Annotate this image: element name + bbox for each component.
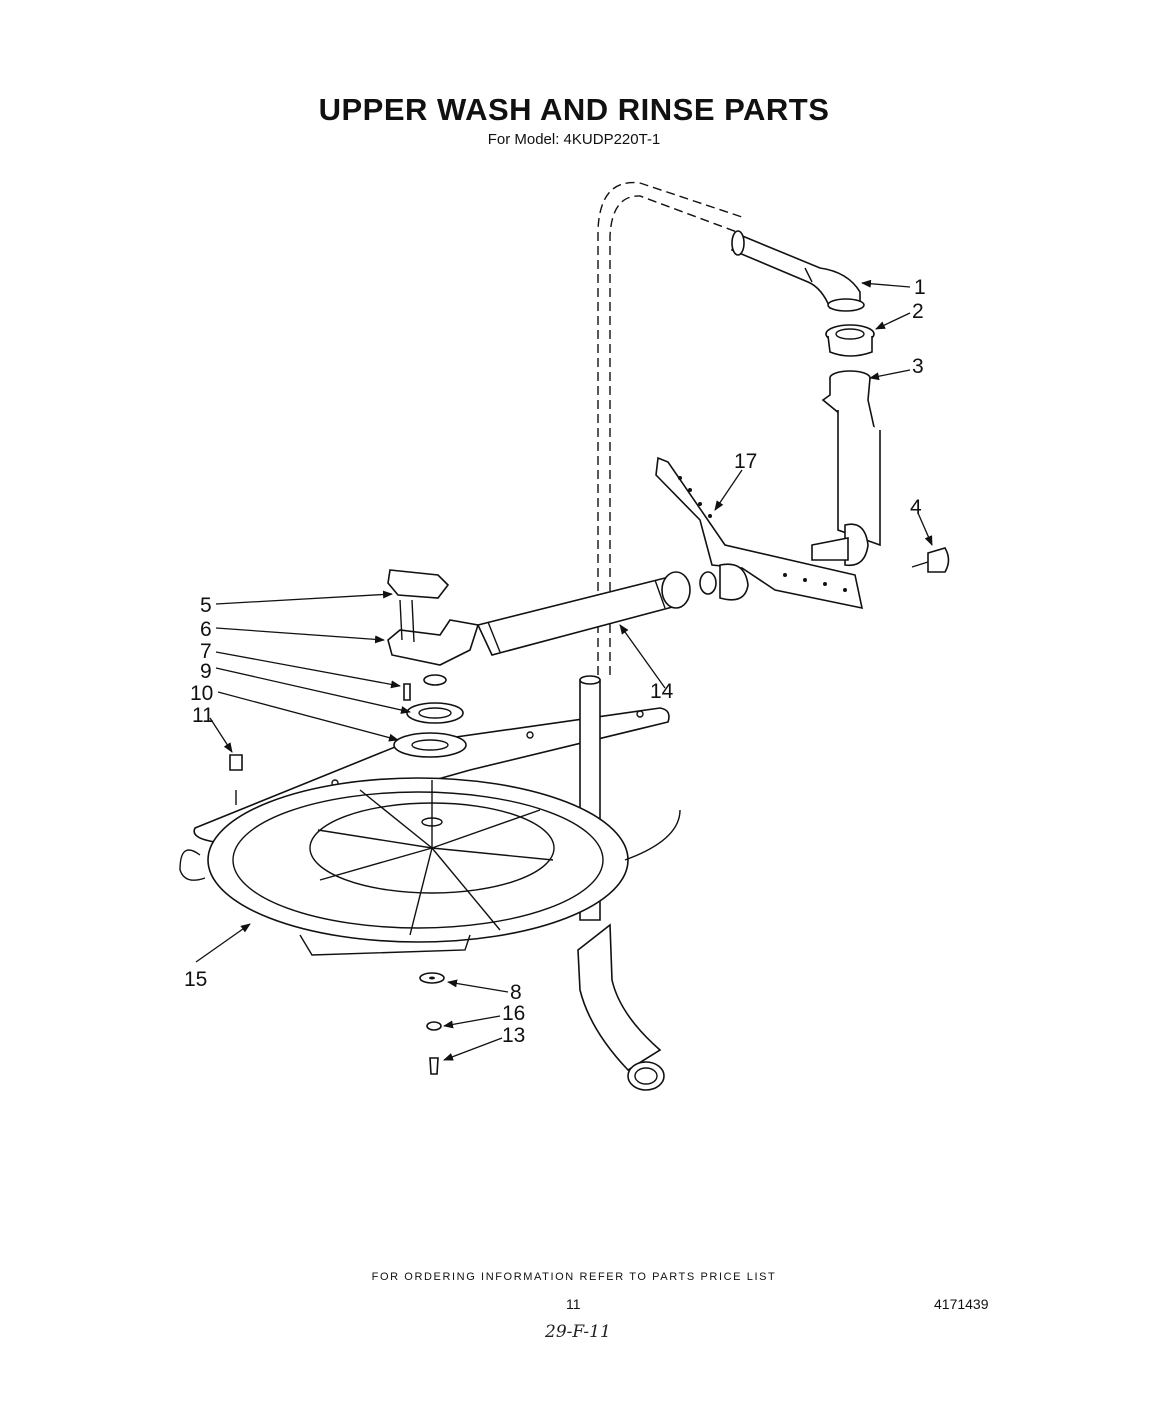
callout-4: 4: [910, 496, 922, 519]
page-title: UPPER WASH AND RINSE PARTS: [318, 92, 830, 127]
callout-3: 3: [912, 355, 924, 378]
part-16-nut: [426, 1021, 442, 1031]
ordering-info-note: FOR ORDERING INFORMATION REFER TO PARTS …: [371, 1271, 777, 1283]
upper-elbow-tube: [730, 230, 865, 312]
part-2-nut: [825, 324, 875, 357]
callout-10: 10: [190, 682, 213, 705]
part-15-rack: [179, 777, 681, 956]
callout-6: 6: [200, 618, 212, 641]
part-11-clip: [229, 754, 243, 805]
callout-13: 13: [502, 1024, 525, 1047]
handwritten-note: 29-F-11: [545, 1322, 611, 1342]
center-connector: [699, 523, 869, 601]
callout-2: 2: [912, 300, 924, 323]
part-13-screw: [429, 1057, 439, 1075]
part-14-feed-tube: [476, 571, 691, 656]
page-number: 11: [566, 1296, 581, 1312]
callout-14: 14: [650, 680, 674, 703]
callout-8: 8: [510, 981, 522, 1004]
part-7-screw: [403, 683, 411, 701]
callout-11: 11: [192, 704, 214, 727]
callout-1: 1: [914, 276, 926, 299]
model-subtitle: For Model: 4KUDP220T-1: [487, 131, 661, 148]
lower-drain-hose: [577, 923, 665, 1091]
callout-16: 16: [502, 1002, 525, 1025]
parts-5-6-hub-bracket: [387, 569, 480, 686]
callout-7: 7: [200, 640, 212, 663]
callout-leader-lines: [195, 279, 933, 1061]
callout-17: 17: [734, 450, 757, 473]
callout-15: 15: [184, 968, 207, 991]
document-number: 4171439: [934, 1296, 989, 1312]
part-3-manifold: [821, 370, 881, 547]
part-4-cap: [911, 547, 950, 573]
callout-9: 9: [200, 660, 212, 683]
callout-5: 5: [200, 594, 212, 617]
part-17-bracket: [655, 456, 864, 610]
part-9-seal: [406, 702, 464, 724]
dashed-supply-tube: [597, 181, 746, 675]
part-8-washer: [419, 972, 445, 984]
